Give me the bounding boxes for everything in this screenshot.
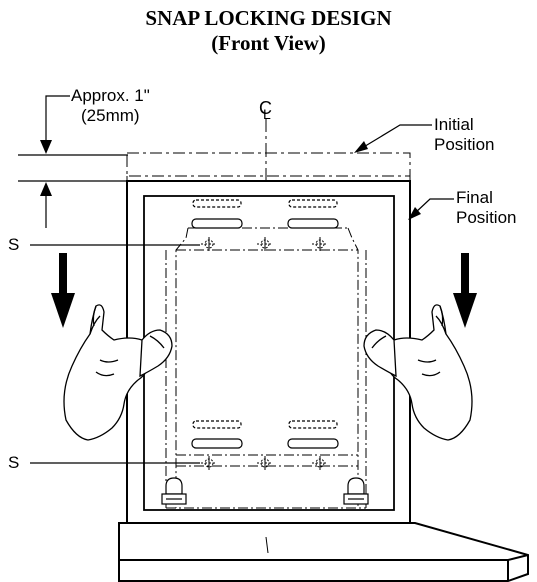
final-position-label-2: Position xyxy=(456,208,517,227)
final-position-label: Final xyxy=(456,188,493,207)
floor-plate xyxy=(118,522,529,582)
right-hand-icon xyxy=(363,304,473,441)
diagram-subtitle: (Front View) xyxy=(211,31,326,55)
approx-metric-label: (25mm) xyxy=(81,106,140,125)
initial-position-label: Initial xyxy=(434,115,474,134)
bottom-latches xyxy=(161,477,369,505)
centerline-symbol-sub: L xyxy=(263,106,271,122)
snap-slots xyxy=(191,199,339,449)
centerline-symbol: C xyxy=(259,98,272,118)
dimension-marker xyxy=(18,95,128,228)
initial-position-label-2: Position xyxy=(434,135,495,154)
leader-lines xyxy=(30,124,454,464)
diagram-title: SNAP LOCKING DESIGN xyxy=(145,6,392,30)
screw-markers xyxy=(201,237,328,470)
inner-panel-outline xyxy=(165,227,367,509)
screw-label-upper: S xyxy=(8,235,20,254)
screw-label-lower: S xyxy=(8,453,20,472)
left-hand-icon xyxy=(63,304,173,441)
approx-label: Approx. 1" xyxy=(71,86,150,105)
push-down-arrows xyxy=(51,253,477,328)
